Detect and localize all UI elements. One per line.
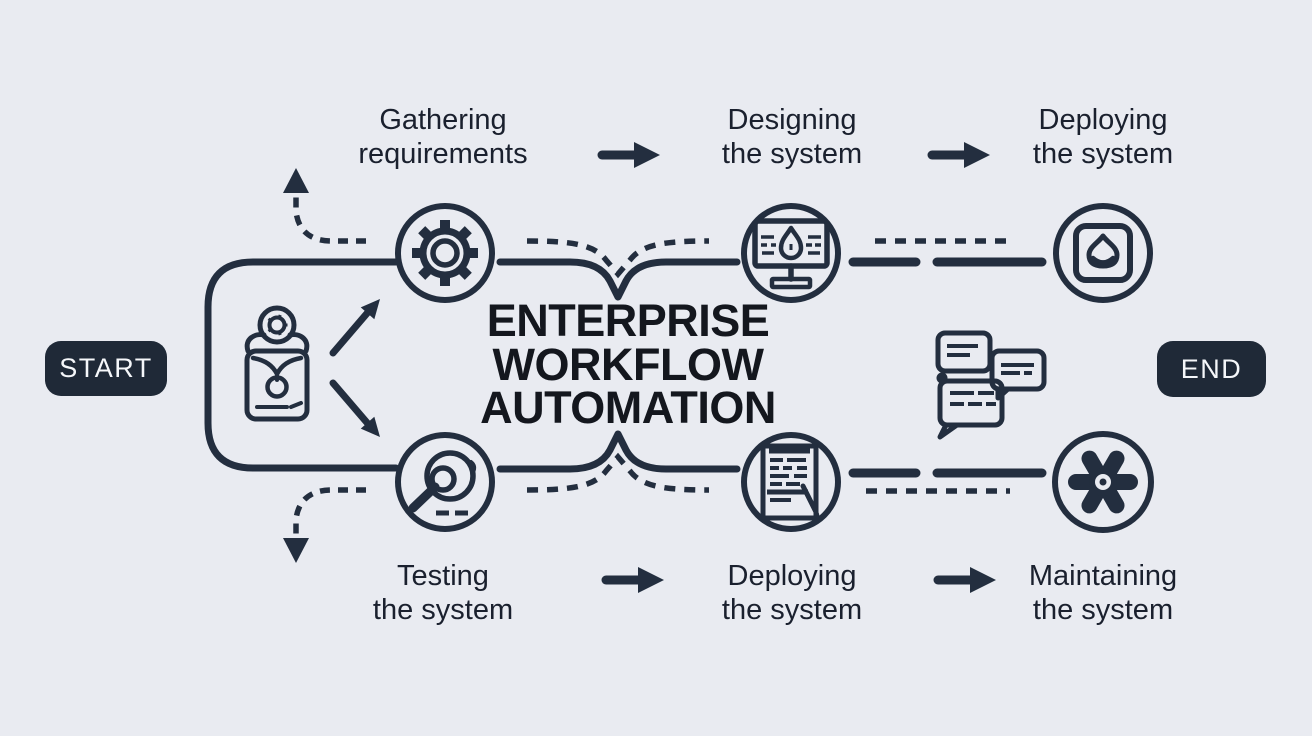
cog-flower-icon <box>1052 431 1154 533</box>
step-label-line: the system <box>721 593 863 626</box>
top-center-solid-connector <box>496 258 741 301</box>
bottom-center-solid-connector <box>496 430 741 473</box>
bottom-center-dashed-connector <box>526 452 710 493</box>
bracket-connector <box>204 258 400 472</box>
design-monitor-icon <box>741 203 841 303</box>
top-center-dashed-connector <box>526 238 710 279</box>
arrow-right-icon <box>927 142 990 168</box>
step-label-line: Testing <box>397 560 489 592</box>
arrow-right-icon <box>597 142 660 168</box>
step-label-line: Gathering <box>379 104 507 136</box>
step-label-deploying-the-system-top: Deploying the system <box>1033 104 1173 172</box>
step-label-line: Deploying <box>727 560 857 592</box>
step-label-line: requirements <box>358 137 528 170</box>
step-label-line: the system <box>372 593 514 626</box>
step-label-maintaining-the-system: Maintaining the system <box>1029 560 1177 628</box>
start-button[interactable]: START <box>45 341 167 396</box>
person-laptop-icon <box>244 305 310 422</box>
title-line-2: WORKFLOW <box>492 338 764 390</box>
package-droplet-icon <box>1053 203 1153 303</box>
step-label-line: Maintaining <box>1028 560 1178 592</box>
step-label-line: Deploying <box>1038 104 1168 136</box>
step-label-line: the system <box>1032 593 1174 626</box>
diagonal-arrow-up-icon <box>329 299 380 357</box>
step-label-testing-the-system: Testing the system <box>373 560 513 628</box>
dashed-curve-arrow-up-icon <box>283 168 366 244</box>
arrow-right-icon <box>933 567 996 593</box>
step-label-line: the system <box>721 137 863 170</box>
step-label-deploying-the-system-bottom: Deploying the system <box>722 560 862 628</box>
step-label-designing-the-system: Designing the system <box>722 104 862 172</box>
step-label-gathering-requirements: Gathering requirements <box>358 104 527 172</box>
arrow-right-icon <box>601 567 664 593</box>
gear-icon <box>395 203 495 303</box>
title-line-3: AUTOMATION <box>480 382 776 434</box>
chat-bubbles-icon <box>935 330 1047 440</box>
end-button[interactable]: END <box>1157 341 1266 397</box>
step-label-line: the system <box>1032 137 1174 170</box>
document-pen-icon <box>741 432 841 532</box>
page-title: ENTERPRISE WORKFLOW AUTOMATION <box>480 295 776 434</box>
step-label-line: Designing <box>727 104 857 136</box>
magnifier-debug-icon <box>395 432 495 532</box>
dashed-curve-arrow-down-icon <box>283 487 366 563</box>
diagonal-arrow-down-icon <box>329 379 380 437</box>
title-line-1: ENTERPRISE <box>486 295 770 346</box>
